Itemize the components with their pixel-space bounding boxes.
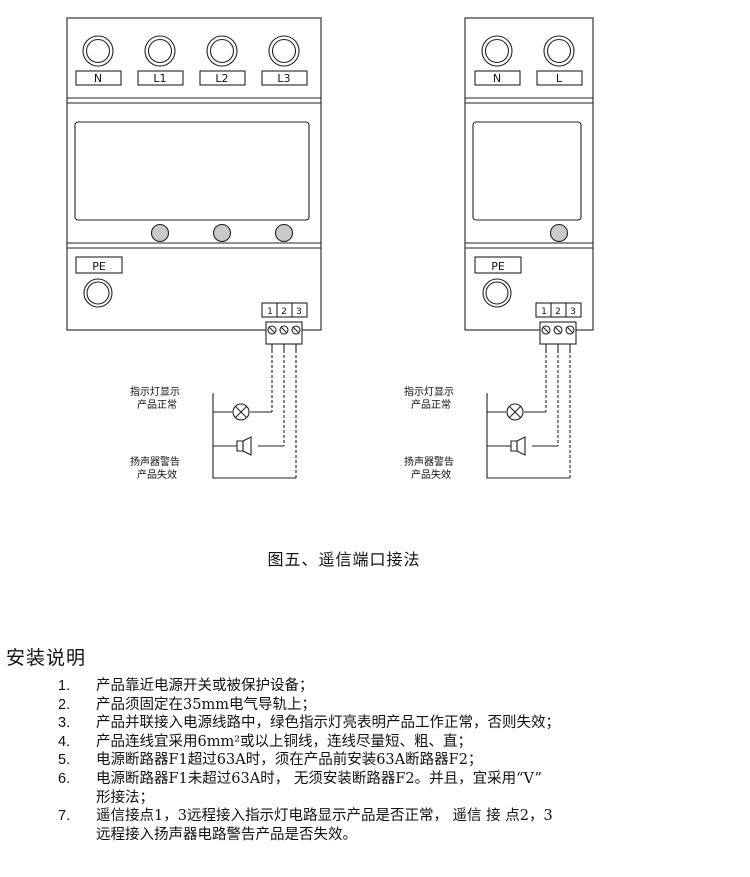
buzzer-label-line2-2p: 产品失效 [411,468,451,481]
item-text: 产品须固定在35mm电气导轨上； [96,696,316,713]
terminal-label-n: N [94,72,102,85]
lamp-icon [232,403,250,421]
terminal-label-n-2p: N [493,72,501,85]
instruction-item: 5. 电源断路器F1超过63A时，须在产品前安装63A断路器F2； [58,751,560,770]
instruction-item: 1. 产品靠近电源开关或被保护设备； [58,677,560,696]
terminal-label-l2: L2 [215,72,228,85]
item-number: 2. [58,696,71,713]
buzzer-label-line2: 产品失效 [137,468,177,481]
terminal-label-l-2p: L [556,72,563,85]
figure-caption: 图五、遥信端口接法 [267,550,421,569]
section-title: 安装说明 [6,647,87,669]
terminal-label-l3: L3 [277,72,290,85]
lamp-label-line1: 指示灯显示 [130,385,180,398]
lamp-label-line2: 产品正常 [137,398,177,411]
wiring-labels-4p: 指示灯显示 产品正常 扬声器警告 产品失效 [130,385,180,481]
item-text: 电源断路器F1未超过63A时， 无须安装断路器F2。并且，宜采用“V” 形接法； [96,770,542,806]
instruction-item: 4. 产品连线宜采用6mm²或以上铜线，连线尽量短、粗、直； [58,733,560,752]
lamp-label-line2-2p: 产品正常 [411,398,451,411]
instruction-item: 6. 电源断路器F1未超过63A时， 无须安装断路器F2。并且，宜采用“V” 形接… [58,770,560,807]
remote-pin-3: 3 [296,307,302,317]
buzzer-icon [510,436,526,456]
item-number: 4. [58,733,71,750]
buzzer-icon [236,436,252,456]
buzzer-label-line1-2p: 扬声器警告 [404,455,454,468]
item-number: 7. [58,808,71,825]
item-text: 产品连线宜采用6mm²或以上铜线，连线尽量短、粗、直； [96,733,473,750]
item-number: 1. [58,678,71,694]
item-text: 电源断路器F1超过63A时，须在产品前安装63A断路器F2； [96,752,483,769]
remote-pin-3-2p: 3 [570,307,576,317]
remote-pin-1: 1 [267,307,273,317]
remote-pin-1-2p: 1 [541,307,547,317]
buzzer-label-line1: 扬声器警告 [130,455,180,468]
item-number: 5. [58,752,71,769]
remote-pin-2-2p: 2 [555,307,561,317]
wiring-circuit-2p [486,344,571,479]
lamp-icon [506,403,524,421]
remote-signal-wiring-diagram: N L1 L2 L3 PE 1 2 3 指示灯显示 产品正常 扬声器警告 产品失… [66,17,594,481]
item-text: 产品并联接入电源线路中，绿色指示灯亮表明产品工作正常，否则失效； [96,715,560,732]
instruction-item: 7. 遥信接点1，3远程接入指示灯电路显示产品是否正常， 遥信 接 点2，3 远程… [58,807,560,844]
instruction-item: 2. 产品须固定在35mm电气导轨上； [58,696,560,715]
item-number: 3. [58,715,71,732]
spd-device-4-pole [66,17,322,345]
spd-device-2-pole [464,17,594,345]
wiring-circuit-4p [212,344,297,479]
pe-label: PE [92,260,106,273]
remote-pin-2: 2 [281,307,287,317]
instruction-item: 3. 产品并联接入电源线路中，绿色指示灯亮表明产品工作正常，否则失效； [58,714,560,733]
terminal-labels-2p: N L PE 1 2 3 [491,72,576,317]
terminal-label-l1: L1 [153,72,166,85]
item-number: 6. [58,770,71,787]
item-text: 遥信接点1，3远程接入指示灯电路显示产品是否正常， 遥信 接 点2，3 远程接入… [96,808,553,843]
instruction-list: 1. 产品靠近电源开关或被保护设备； 2. 产品须固定在35mm电气导轨上； 3. 产… [58,677,560,844]
lamp-label-line1-2p: 指示灯显示 [404,385,454,398]
terminal-labels-4p: N L1 L2 L3 PE 1 2 3 [92,72,302,317]
wiring-labels-2p: 指示灯显示 产品正常 扬声器警告 产品失效 [404,385,454,481]
pe-label-2p: PE [491,260,505,273]
item-text: 产品靠近电源开关或被保护设备； [96,678,314,694]
